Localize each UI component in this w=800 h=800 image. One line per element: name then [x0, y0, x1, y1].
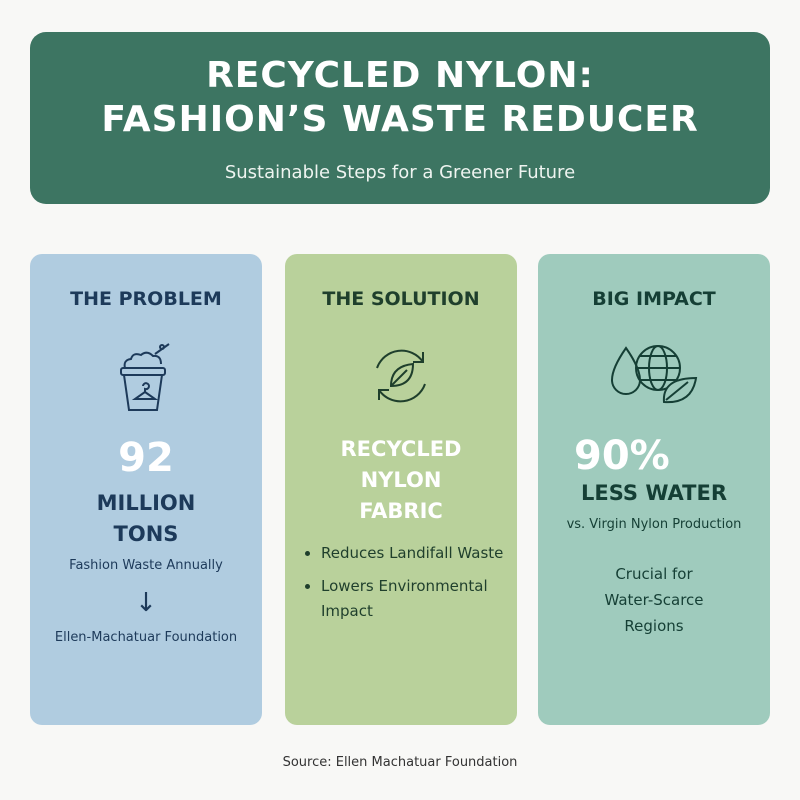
water-globe-leaf-icon [538, 338, 770, 408]
bullet-item: Reduces Landifall Waste [321, 541, 517, 566]
header-banner: RECYCLED NYLON: FASHION’S WASTE REDUCER … [30, 32, 770, 204]
recycle-leaf-icon [285, 338, 517, 408]
solution-card: THE SOLUTION RECYCLED NYLON FABRIC Reduc… [285, 254, 517, 725]
impact-number: 90% [574, 433, 670, 479]
note-line-1: Crucial for [615, 565, 693, 583]
impact-label: LESS WATER [580, 481, 728, 505]
problem-number: 92 [118, 435, 174, 481]
impact-caption: vs. Virgin Nylon Production [566, 517, 742, 532]
trash-bin-hanger-icon [30, 338, 262, 411]
problem-unit: MILLION TONS [30, 488, 262, 550]
note-line-2: Water-Scarce [604, 591, 704, 609]
problem-caption: Fashion Waste Annually [69, 558, 223, 573]
title-line-2: FASHION’S WASTE REDUCER [101, 99, 699, 140]
impact-note: Crucial for Water-Scarce Regions [538, 561, 770, 639]
subtitle: Sustainable Steps for a Greener Future [224, 162, 576, 183]
solution-heading: THE SOLUTION [322, 288, 480, 310]
title-line-1: RECYCLED [340, 437, 462, 461]
problem-source: Ellen-Machatuar Foundation [54, 630, 238, 645]
problem-card: THE PROBLEM 92 MILLION TONS Fashion Wast… [30, 254, 262, 725]
title-line-1: RECYCLED NYLON: [206, 55, 594, 96]
solution-title: RECYCLED NYLON FABRIC [285, 434, 517, 527]
problem-heading: THE PROBLEM [70, 288, 222, 310]
impact-card: BIG IMPACT 90% LESS WATER vs. Virgin Nyl… [538, 254, 770, 725]
title-line-3: FABRIC [359, 499, 443, 523]
note-line-3: Regions [624, 617, 684, 635]
solution-bullets: Reduces Landifall Waste Lowers Environme… [303, 541, 517, 624]
unit-line-1: MILLION [96, 491, 196, 515]
unit-line-2: TONS [113, 522, 179, 546]
bullet-item: Lowers Environmental Impact [321, 574, 517, 624]
impact-heading: BIG IMPACT [592, 288, 716, 310]
page-title: RECYCLED NYLON: FASHION’S WASTE REDUCER [30, 54, 770, 142]
footer-source: Source: Ellen Machatuar Foundation [282, 755, 518, 770]
arrow-down-icon: ↓ [135, 588, 157, 618]
title-line-2: NYLON [360, 468, 442, 492]
